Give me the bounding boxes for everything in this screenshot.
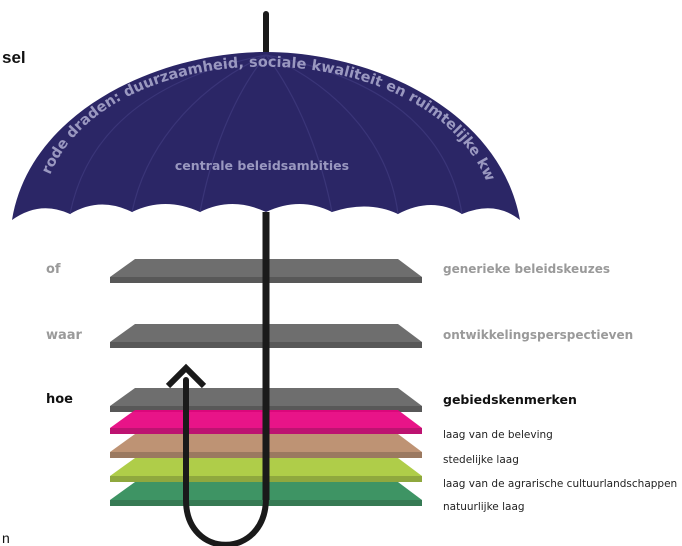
umbrella-canopy	[12, 52, 520, 220]
question-description-2: ontwikkelingsperspectieven	[443, 328, 633, 342]
canopy-ribs	[69, 54, 463, 215]
cut-text-bottom-left: n	[2, 530, 10, 546]
layer-label-4: natuurlijke laag	[443, 501, 525, 513]
question-label-1: of	[46, 262, 61, 277]
question-description-1: generieke beleidskeuzes	[443, 262, 610, 276]
question-label-3: hoe	[46, 392, 73, 407]
question-description-3: gebiedskenmerken	[443, 392, 577, 407]
canopy-center-text: centrale beleidsambities	[175, 158, 349, 173]
layer-label-3: laag van de agrarische cultuurlandschapp…	[443, 478, 677, 490]
question-label-2: waar	[46, 328, 83, 343]
umbrella-handle-hook	[183, 377, 269, 546]
layer-label-2: stedelijke laag	[443, 454, 519, 466]
cut-text-top-left: sel	[2, 48, 26, 67]
handle-arrow-icon	[165, 363, 207, 389]
layer-label-1: laag van de beleving	[443, 429, 553, 441]
